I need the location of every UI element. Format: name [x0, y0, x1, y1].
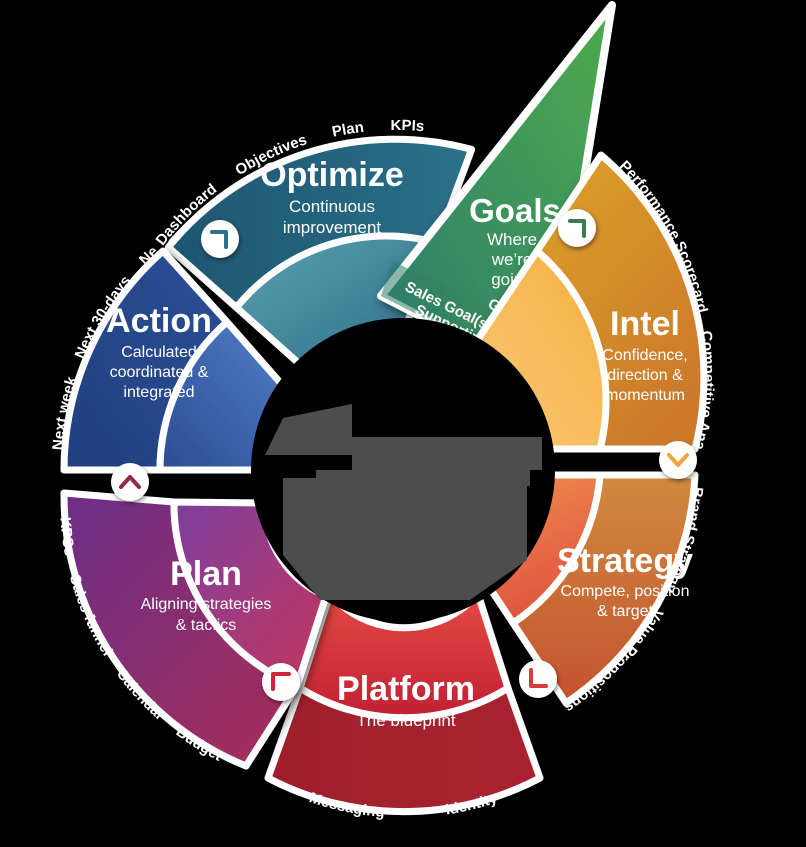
badge-plan-action[interactable] — [111, 463, 149, 501]
action-subtitle-3: integrated — [123, 384, 194, 401]
optimize-title: Optimize — [260, 156, 404, 194]
intel-subtitle-1: Confidence, — [602, 347, 687, 364]
optimize-subtitle-2: improvement — [283, 218, 382, 237]
chevron-corner-icon — [271, 672, 291, 691]
goals-title: Goals — [469, 192, 561, 229]
action-title: Action — [106, 302, 212, 340]
chevron-down-icon — [667, 453, 689, 467]
chevron-corner-icon — [529, 668, 548, 688]
badge-strategy-platform[interactable] — [519, 660, 557, 698]
plan-subtitle-2: & tactics — [176, 617, 236, 634]
optimize-subtitle: Continuous — [289, 197, 375, 216]
strategy-title: Strategy — [557, 542, 693, 580]
intel-subtitle-3: momentum — [605, 387, 685, 404]
segment-platform[interactable] — [264, 590, 544, 816]
chevron-corner-icon — [210, 230, 228, 249]
badge-optimize-action[interactable] — [201, 220, 239, 258]
badge-platform-plan[interactable] — [262, 663, 300, 701]
strategy-subtitle-1: Compete, position — [561, 583, 690, 600]
goals-subtitle-1: Where — [487, 230, 537, 249]
chevron-corner-icon — [568, 219, 586, 238]
action-subtitle-2: coordinated & — [110, 364, 209, 381]
badge-intel-strategy[interactable] — [659, 441, 697, 479]
chevron-up-icon — [119, 475, 141, 489]
goals-subtitle-2: we’re — [491, 250, 533, 269]
intel-subtitle-2: direction & — [607, 367, 683, 384]
center-redacted-logo — [265, 404, 542, 600]
platform-subtitle: The blueprint — [356, 711, 456, 730]
intel-title: Intel — [610, 305, 680, 343]
strategy-subtitle-2: & target — [597, 603, 654, 620]
plan-subtitle-1: Aligning strategies — [141, 596, 272, 613]
badge-goals-intel[interactable] — [558, 209, 596, 247]
plan-title: Plan — [170, 555, 242, 593]
segment-plan[interactable] — [60, 489, 330, 770]
platform-title: Platform — [337, 670, 475, 708]
action-subtitle-1: Calculated — [121, 344, 197, 361]
